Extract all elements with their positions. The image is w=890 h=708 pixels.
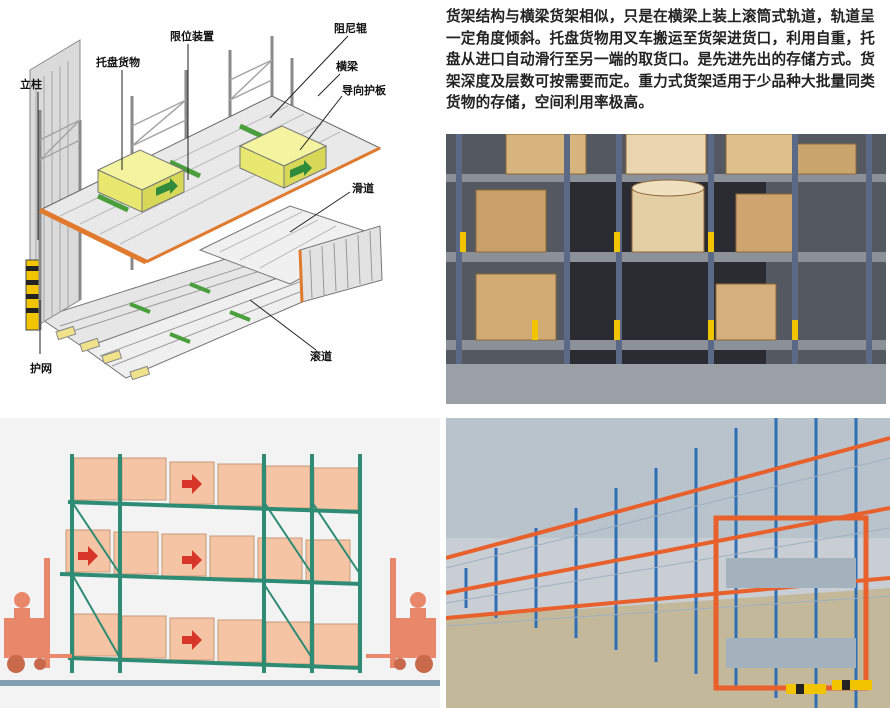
pallet-goods-right [238,125,328,189]
label-guard-net: 护网 [30,361,52,375]
leader-lines [37,35,351,354]
blue-rack-warehouse-photo [446,418,890,708]
label-slide-track: 滑道 [352,181,374,195]
description-panel: 货架结构与横梁货架相似，只是在横梁上装上滚筒式轨道，轨道呈一定角度倾斜。托盘货物… [446,6,886,130]
forklift-right [366,558,436,673]
paper-roll-warehouse-photo [446,134,886,404]
label-beam: 横梁 [336,59,359,73]
label-roller-track: 滚道 [310,349,332,363]
label-guide-plate: 导向护板 [342,83,387,97]
left-frame [25,39,81,331]
gravity-rack-schematic [0,418,440,708]
label-upright: 立柱 [20,77,42,91]
label-damper-roller: 阻尼辊 [334,21,367,35]
roller-track-lanes [38,247,332,381]
slide-track [198,205,383,303]
forklift-left [4,558,72,673]
gravity-rack-structure-diagram: 立柱 托盘货物 限位装置 阻尼辊 横梁 导向护板 滑道 护网 滚道 [0,0,440,412]
pallet-boxes [65,457,359,667]
rack-frame [59,454,363,673]
description-text: 货架结构与横梁货架相似，只是在横梁上装上滚筒式轨道，轨道呈一定角度倾斜。托盘货物… [446,8,876,111]
pallet-goods-left [96,149,186,213]
label-pallet-goods: 托盘货物 [96,55,140,69]
flow-arrows [78,474,202,650]
label-limit-device: 限位装置 [170,29,214,43]
